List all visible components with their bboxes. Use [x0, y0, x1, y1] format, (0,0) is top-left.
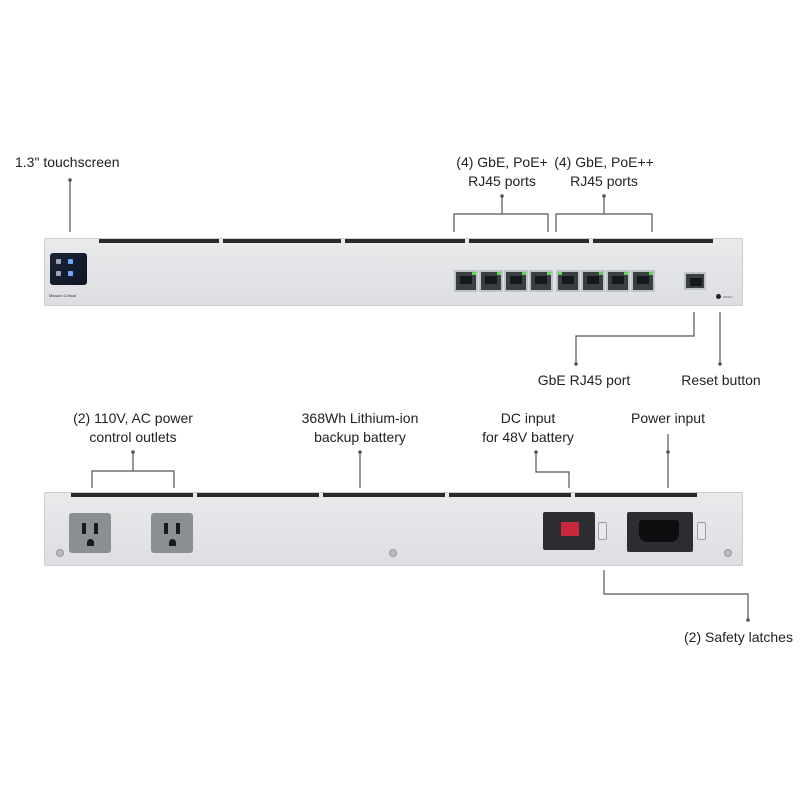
poe-plusplus-port-8[interactable] [631, 270, 655, 292]
poe-plus-port-3[interactable] [504, 270, 528, 292]
port-led [547, 272, 551, 275]
screen-icon [56, 259, 61, 264]
poe-plus-port-4[interactable] [529, 270, 553, 292]
iec-socket [639, 520, 679, 542]
port-led [649, 272, 653, 275]
screw [56, 549, 64, 557]
vent-slot [575, 493, 697, 497]
poe-plus-port-1[interactable] [454, 270, 478, 292]
vent-slot [469, 239, 589, 243]
reset-button[interactable] [716, 294, 721, 299]
vent-slot [99, 239, 219, 243]
battery-label: 368Wh Lithium-ion backup battery [302, 409, 419, 447]
safety-latches-label: (2) Safety latches [684, 629, 793, 645]
outlet-slot [176, 523, 180, 534]
ac-outlet-1[interactable] [69, 513, 111, 553]
poe-plusplus-label-line2: RJ45 ports [570, 173, 638, 189]
screen-icon [68, 259, 73, 264]
battery-label-line2: backup battery [314, 429, 406, 445]
vent-slot [71, 493, 193, 497]
dc-connector-housing [561, 522, 579, 536]
port-led [472, 272, 476, 275]
screw [724, 549, 732, 557]
outlet-slot [164, 523, 168, 534]
screen-icon [56, 271, 61, 276]
poe-plusplus-label-line1: (4) GbE, PoE++ [554, 154, 654, 170]
gbe-port[interactable] [684, 272, 706, 290]
battery-label-line1: 368Wh Lithium-ion [301, 410, 419, 426]
outlets-label-line2: control outlets [89, 429, 177, 445]
brand-logo: Mission Critical [49, 293, 76, 298]
outlet-slot [82, 523, 86, 534]
poe-plusplus-label: (4) GbE, PoE++ RJ45 ports [554, 153, 654, 191]
safety-latch-1[interactable] [598, 522, 607, 540]
dc-input-label-line1: DC input [500, 410, 556, 426]
safety-latch-2[interactable] [697, 522, 706, 540]
outlet-slot [94, 523, 98, 534]
outlet-ground [87, 539, 94, 546]
vent-slot [197, 493, 319, 497]
reset-button-label: Reset button [681, 372, 761, 388]
gbe-port-label: GbE RJ45 port [537, 372, 631, 388]
reset-marking: RESET [723, 295, 734, 299]
port-led [497, 272, 501, 275]
ac-outlet-2[interactable] [151, 513, 193, 553]
poe-plus-label: (4) GbE, PoE+ RJ45 ports [456, 153, 547, 191]
touchscreen-label: 1.3" touchscreen [15, 154, 120, 170]
poe-plus-label-line1: (4) GbE, PoE+ [456, 154, 548, 170]
port-led [599, 272, 603, 275]
dc-input-label-line2: for 48V battery [482, 429, 574, 445]
poe-plusplus-port-7[interactable] [606, 270, 630, 292]
outlets-label-line1: (2) 110V, AC power [73, 410, 193, 426]
poe-plus-label-line2: RJ45 ports [468, 173, 536, 189]
screw [389, 549, 397, 557]
power-input-inlet[interactable] [627, 512, 693, 552]
power-input-label: Power input [631, 410, 705, 426]
outlets-label: (2) 110V, AC power control outlets [73, 409, 193, 447]
vent-slot [345, 239, 465, 243]
vent-slot [593, 239, 713, 243]
port-led [624, 272, 628, 275]
screen-icon [68, 271, 73, 276]
poe-plusplus-port-5[interactable] [556, 270, 580, 292]
dc-input-connector[interactable] [543, 512, 595, 550]
port-led [558, 272, 562, 275]
touchscreen[interactable] [50, 253, 87, 285]
outlet-ground [169, 539, 176, 546]
vent-slot [323, 493, 445, 497]
vent-slot [449, 493, 571, 497]
vent-slot [223, 239, 341, 243]
poe-plusplus-port-6[interactable] [581, 270, 605, 292]
dc-input-label: DC input for 48V battery [482, 409, 574, 447]
port-led [522, 272, 526, 275]
poe-plus-port-2[interactable] [479, 270, 503, 292]
